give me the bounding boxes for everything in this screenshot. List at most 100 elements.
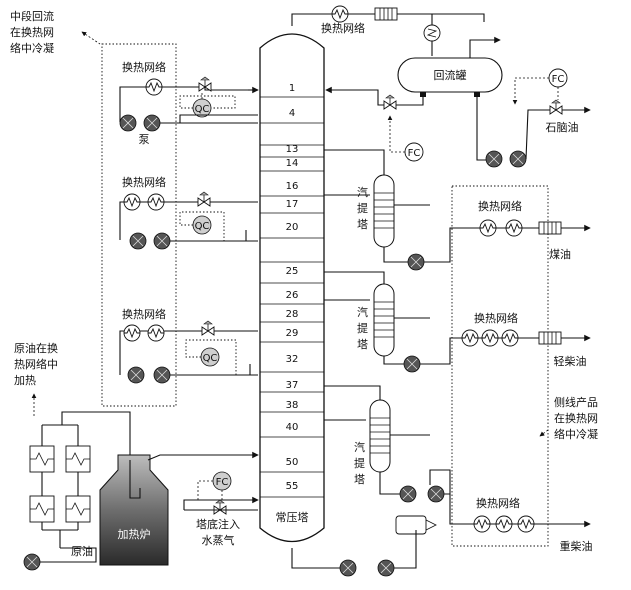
stripper3-pump-2-icon <box>427 485 445 503</box>
pa2-heat-exchanger-icon <box>123 193 141 211</box>
tray-32: 32 <box>286 354 299 365</box>
overhead-system: 换热网络 回流罐 FC FC 石脑油 <box>291 5 591 168</box>
pa2-pump-2-icon <box>153 232 171 250</box>
crude-heat-label-2: 热网络中 <box>14 357 58 371</box>
heavy-diesel-heat-exchanger-2-icon <box>495 515 513 533</box>
pa1-pump-1-icon <box>119 114 137 132</box>
mid-reflux-label-3: 络中冷凝 <box>10 41 54 55</box>
mid-reflux-label-1: 中段回流 <box>10 9 54 23</box>
light-diesel-heat-exchanger-3-icon <box>501 329 519 347</box>
pa3-pump-1-icon <box>127 366 145 384</box>
bottoms-pump-1-icon <box>339 559 357 577</box>
pa3-heat-exchanger-2-icon <box>147 324 165 342</box>
stripper2-label-2: 提 <box>357 322 368 335</box>
light-diesel-heat-exchanger-2-icon <box>481 329 499 347</box>
crude-feed-pump-icon <box>23 553 41 571</box>
tray-25: 25 <box>286 266 299 277</box>
pumparound-boundary <box>101 43 177 407</box>
light-diesel-heat-net-label: 换热网络 <box>474 311 518 325</box>
heavy-diesel-heat-net-label: 换热网络 <box>476 496 520 510</box>
crude-label: 原油 <box>71 544 93 558</box>
kerosene-heat-net-label: 换热网络 <box>478 199 522 213</box>
tray-28: 28 <box>286 309 299 320</box>
atmospheric-tower: 1 4 13 14 16 17 20 25 26 28 29 32 37 38 … <box>259 33 325 542</box>
tray-38: 38 <box>286 400 299 411</box>
tray-1: 1 <box>289 83 295 94</box>
bottoms-pump-2-icon <box>377 559 395 577</box>
crude-heat-label-3: 加热 <box>14 374 36 387</box>
heavy-diesel-heat-exchanger-3-icon <box>517 515 535 533</box>
side-products-label-3: 络中冷凝 <box>554 427 598 441</box>
stripper1-label-3: 塔 <box>357 218 368 231</box>
tray-29: 29 <box>286 328 299 339</box>
reflux-control-valve-icon <box>383 94 397 110</box>
tray-17: 17 <box>286 199 299 210</box>
tray-37: 37 <box>286 380 299 391</box>
overhead-air-cooler-icon <box>374 7 398 21</box>
steam-fc-label: FC <box>216 477 229 488</box>
pa2-qc-label: QC <box>195 221 210 232</box>
stripper3-label-1: 汽 <box>354 440 365 454</box>
stripper3-label-3: 塔 <box>354 473 365 486</box>
side-product-boundary <box>451 185 549 547</box>
stripper2-pump-icon <box>403 355 421 373</box>
side-products-label-1: 侧线产品 <box>554 395 598 409</box>
overhead-heat-net-label: 换热网络 <box>321 21 365 35</box>
heavy-diesel-line: 换热网络 重柴油 <box>395 496 593 553</box>
tray-50: 50 <box>286 457 299 468</box>
steam-label-1: 塔底注入 <box>196 517 240 531</box>
pa3-qc-label: QC <box>203 353 218 364</box>
steam-label-2: 水蒸气 <box>202 533 235 547</box>
mid-reflux-label-2: 在换热网 <box>10 25 54 39</box>
furnace: 加热炉 <box>99 451 259 566</box>
bottoms-pumps <box>291 530 417 577</box>
kerosene-label: 煤油 <box>549 247 571 261</box>
tray-14: 14 <box>286 158 299 169</box>
pa2-pump-1-icon <box>129 232 147 250</box>
naphtha-valve-icon <box>549 99 563 115</box>
tray-4: 4 <box>289 108 295 119</box>
pumparound-2: 换热网络 QC <box>119 175 258 250</box>
stripper1-label-2: 提 <box>357 202 368 215</box>
pa2-cooler-icon <box>147 193 165 211</box>
tray-16: 16 <box>286 181 299 192</box>
pa3-valve-icon <box>201 320 215 336</box>
pa3-heat-exchanger-1-icon <box>123 324 141 342</box>
stripper1-label-1: 汽 <box>357 185 368 199</box>
reflux-drum-label: 回流罐 <box>434 68 467 82</box>
reflux-fc-label: FC <box>408 148 421 159</box>
naphtha-pump-2-icon <box>509 150 527 168</box>
tray-20: 20 <box>286 222 299 233</box>
furnace-label: 加热炉 <box>118 528 151 541</box>
naphtha-label: 石脑油 <box>546 120 579 134</box>
kerosene-heat-exchanger-1-icon <box>479 219 497 237</box>
bottom-steam: FC 塔底注入 水蒸气 <box>183 471 259 547</box>
stripper2-label-3: 塔 <box>357 338 368 351</box>
reflux-drum <box>397 57 503 93</box>
stripper2-label-1: 汽 <box>357 305 368 319</box>
stripper-3: 汽 提 塔 <box>324 385 545 525</box>
pa1-heat-exchanger-icon <box>145 78 163 96</box>
tower-label: 常压塔 <box>276 511 309 524</box>
light-diesel-label: 轻柴油 <box>554 354 587 368</box>
naphtha-fc-label: FC <box>552 74 565 85</box>
steam-valve-icon <box>213 499 227 515</box>
pa1-heat-net-label: 换热网络 <box>122 60 166 74</box>
kerosene-heat-exchanger-2-icon <box>505 219 523 237</box>
pumparound-1: 换热网络 QC 泵 <box>119 60 259 146</box>
tray-40: 40 <box>286 422 299 433</box>
kerosene-line: 换热网络 煤油 <box>478 199 591 261</box>
crude-heat-label-1: 原油在换 <box>14 341 58 355</box>
kerosene-cooler-icon <box>538 221 562 235</box>
stripper3-pump-1-icon <box>399 485 417 503</box>
tray-26: 26 <box>286 290 299 301</box>
pa1-qc-label: QC <box>195 104 210 115</box>
side-products-label-2: 在换热网 <box>554 411 598 425</box>
crude-preheat-train: 原油在换 热网络中 加热 原油 <box>14 341 131 571</box>
pump-label: 泵 <box>139 133 150 146</box>
light-diesel-heat-exchanger-1-icon <box>461 329 479 347</box>
tray-13: 13 <box>286 144 299 155</box>
tray-55: 55 <box>286 481 299 492</box>
stripper1-pump-icon <box>407 253 425 271</box>
